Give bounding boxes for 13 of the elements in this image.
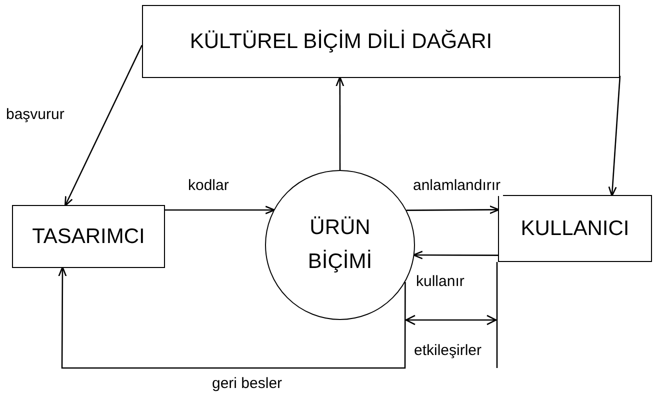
process-box: KÜLTÜREL BİÇİM DİLİ DAĞARI: [142, 5, 620, 78]
edge-label: başvurur: [4, 106, 66, 125]
arrow: [406, 205, 500, 214]
arrow: [608, 76, 621, 197]
process-box: KULLANICI: [498, 195, 652, 262]
arrow: [64, 44, 143, 206]
edge-label: anlamlandırır: [411, 177, 503, 196]
label-text: etkileşirler: [412, 342, 484, 361]
edge-label: geri besler: [210, 375, 284, 394]
arrow: [165, 206, 276, 214]
arrow: [58, 266, 406, 369]
process-box: TASARIMCI: [12, 205, 165, 268]
arrow: [336, 76, 344, 170]
